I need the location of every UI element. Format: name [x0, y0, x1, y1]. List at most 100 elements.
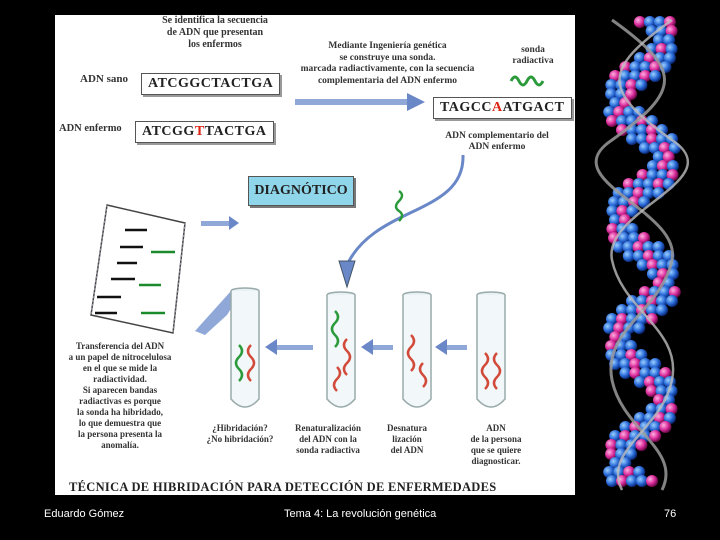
helix-bead — [606, 475, 618, 487]
helix-bead — [646, 160, 659, 172]
helix-bead — [648, 142, 661, 154]
helix-bead — [626, 304, 638, 316]
helix-bead — [608, 196, 621, 208]
helix-bead — [643, 376, 656, 388]
helix-bead — [642, 250, 655, 262]
helix-bead — [622, 187, 635, 199]
helix-bead — [666, 160, 679, 172]
helix-bead — [653, 376, 666, 388]
helix-bead — [639, 70, 652, 82]
helix-bead — [649, 367, 662, 379]
healthy-dna-sequence: ATCGGCTACTGA — [141, 73, 281, 95]
helix-bead — [616, 115, 628, 127]
helix-bead — [649, 70, 662, 82]
helix-bead — [613, 106, 626, 118]
complementary-label: ADN complementario del ADN enfermo — [445, 131, 549, 152]
helix-bead — [663, 34, 675, 46]
helix-bead — [652, 250, 665, 262]
helix-bead — [655, 385, 668, 397]
helix-bead — [645, 403, 658, 415]
helix-bead — [639, 358, 652, 370]
helix-bead — [663, 52, 676, 64]
helix-bead — [606, 115, 618, 127]
helix-bead — [613, 322, 626, 334]
helix-bead — [633, 52, 646, 64]
helix-bead — [665, 43, 678, 55]
helix-bead — [626, 313, 638, 325]
helix-bead — [625, 88, 638, 100]
helix-bead — [629, 421, 642, 433]
helix-bead — [625, 349, 638, 361]
helix-bead — [655, 25, 668, 37]
engineering-text: Mediante Ingeniería genética se construy… — [300, 41, 475, 86]
helix-bead — [656, 169, 669, 181]
helix-bead — [626, 223, 639, 235]
helix-bead — [616, 313, 628, 325]
helix-bead — [605, 439, 618, 451]
helix-bead — [638, 286, 651, 298]
helix-bead — [656, 304, 668, 316]
helix-bead — [606, 313, 618, 325]
helix-bead — [609, 97, 622, 109]
helix-bead — [666, 169, 679, 181]
helix-bead — [658, 142, 671, 154]
helix-bead — [656, 160, 669, 172]
helix-bead — [652, 241, 665, 253]
helix-bead — [668, 286, 681, 298]
helix-bead — [636, 124, 648, 136]
helix-bead — [605, 448, 618, 460]
helix-bead — [622, 178, 635, 190]
test-tube-2 — [326, 291, 356, 408]
helix-bead — [616, 304, 628, 316]
helix-bead — [646, 313, 658, 325]
helix-bead — [646, 169, 659, 181]
helix-bead — [662, 151, 675, 163]
probe-squiggle — [509, 75, 545, 87]
helix-bead — [652, 178, 665, 190]
helix-bead — [619, 358, 632, 370]
helix-bead — [636, 475, 648, 487]
helix-bead — [622, 241, 635, 253]
nitrocellulose-paper — [90, 204, 186, 334]
arrow-to-probe — [295, 93, 425, 111]
helix-bead — [638, 196, 651, 208]
helix-bead — [606, 223, 619, 235]
footer-author: Eduardo Gómez — [44, 508, 125, 520]
diagnosis-box: DIAGNÓTICO — [248, 176, 354, 206]
helix-bead — [635, 79, 648, 91]
helix-bead — [636, 295, 648, 307]
helix-bead — [603, 466, 616, 478]
step-hybridization-label: ¿Hibridación? ¿No hibridación? — [206, 423, 274, 444]
helix-bead — [633, 376, 646, 388]
helix-bead — [616, 205, 629, 217]
step-denaturation-label: Desnatura lización del ADN — [387, 423, 427, 455]
helix-bead — [629, 70, 642, 82]
test-tube-1 — [230, 287, 260, 408]
helix-bead — [635, 439, 648, 451]
helix-bead — [646, 268, 659, 280]
helix-bead — [658, 286, 671, 298]
helix-bead — [609, 70, 622, 82]
helix-bead — [649, 430, 662, 442]
helix-bead — [606, 205, 619, 217]
helix-bead — [636, 259, 649, 271]
diagram-caption: TÉCNICA DE HIBRIDACIÓN PARA DETECCIÓN DE… — [69, 480, 497, 494]
curved-arrow — [345, 154, 465, 266]
helix-bead — [628, 196, 641, 208]
probe-squiggle-2 — [394, 189, 404, 222]
helix-bead — [619, 421, 632, 433]
helix-bead — [656, 295, 668, 307]
helix-bead — [632, 178, 645, 190]
step-patient-dna-label: ADN de la persona que se quiere diagnost… — [470, 423, 522, 466]
helix-bead — [623, 106, 636, 118]
test-tube-3 — [402, 291, 432, 408]
helix-bead — [633, 322, 646, 334]
helix-bead — [663, 412, 676, 424]
helix-bead — [636, 169, 649, 181]
helix-bead — [626, 133, 638, 145]
helix-bead — [639, 61, 652, 73]
helix-bead — [646, 259, 659, 271]
helix-backbone-1 — [594, 18, 674, 491]
helix-bead — [639, 367, 652, 379]
helix-bead — [649, 421, 662, 433]
